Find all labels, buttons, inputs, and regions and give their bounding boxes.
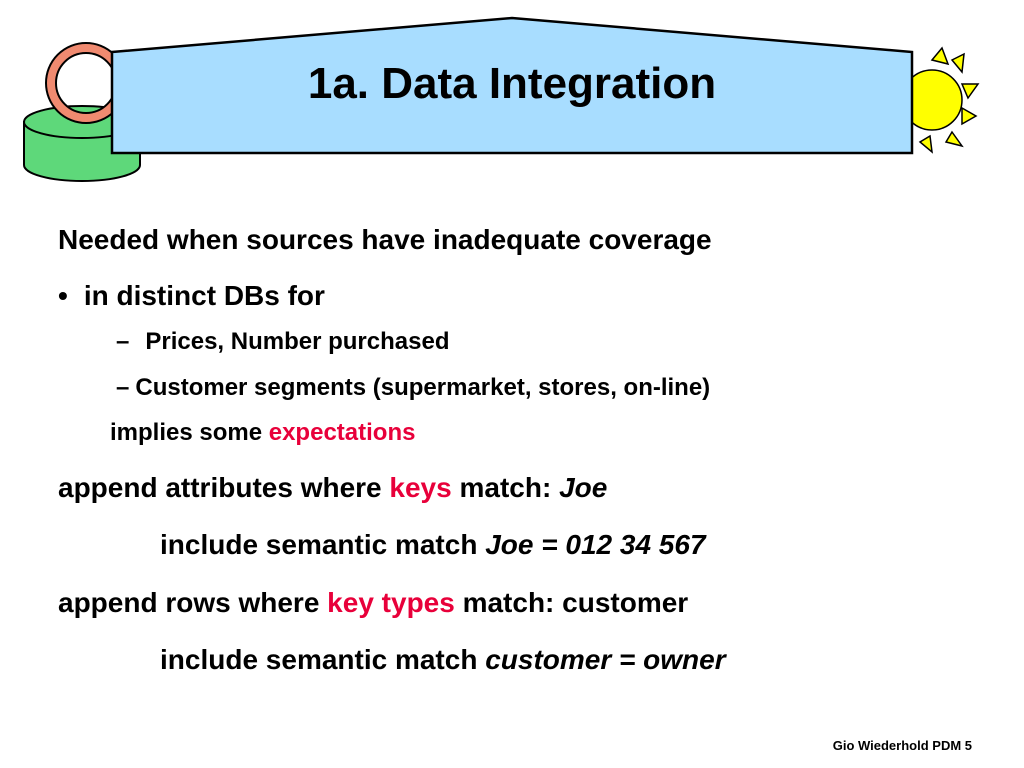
line-coverage: Needed when sources have inadequate cove… — [58, 224, 712, 255]
bullet-item: • in distinct DBs for — [58, 282, 325, 310]
highlight-key-types: key types — [327, 587, 455, 618]
sub-item-prices: –Prices, Number purchased — [116, 328, 450, 355]
sun-icon — [901, 46, 980, 154]
line-semantic-match-joe: include semantic match Joe = 012 34 567 — [160, 529, 706, 560]
highlight-expectations: expectations — [268, 419, 416, 446]
bullet-text: in distinct DBs for — [83, 280, 325, 311]
highlight-keys: keys — [389, 472, 452, 503]
title-banner — [110, 16, 914, 155]
slide-footer: Gio Wiederhold PDM 5 — [832, 738, 972, 753]
slide-title: 1a. Data Integration — [307, 59, 717, 108]
line-semantic-match-customer: include semantic match customer = owner — [160, 644, 726, 675]
line-append-rows: append rows where key types match: custo… — [58, 587, 689, 618]
line-expectations: implies some expectations — [110, 419, 416, 446]
bullet-marker: • — [58, 280, 68, 311]
line-append-attributes: append attributes where keys match: Joe — [58, 472, 608, 503]
dash-marker: – — [116, 328, 130, 355]
dash-marker: – — [116, 374, 130, 401]
sub-item-segments: –Customer segments (supermarket, stores,… — [116, 374, 711, 401]
